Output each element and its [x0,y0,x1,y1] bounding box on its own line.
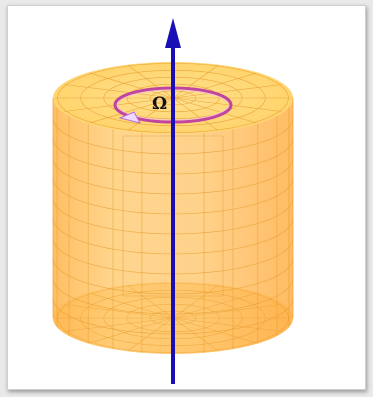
disk-radial-line [64,304,174,319]
disk-radial-line [127,65,174,99]
disk-radial-line [172,97,219,131]
disk-radial-line [172,317,257,344]
disk-radial-line [64,84,174,99]
rotation-axis [165,18,181,384]
disk-radial-line [64,97,174,112]
cylinder-outline [52,98,294,318]
disk-radial-line [172,292,257,319]
disk-radial-line [89,97,174,124]
disk-radial-line [172,97,257,124]
disk-radial-line [172,65,219,99]
disk-radial-line [172,97,282,112]
disk-radial-line [172,84,282,99]
disk-radial-line [172,317,282,332]
disk-radial-line [127,317,174,351]
disk-radial-line [127,97,174,131]
rotating-cylinder-diagram: Ω [52,18,294,384]
disk-radial-line [127,285,174,319]
disk-radial-line [89,292,174,319]
disk-radial-line [172,317,219,351]
disk-radial-line [172,285,219,319]
disk-radial-line [89,72,174,99]
disk-radial-line [89,317,174,344]
up-arrow-icon [165,18,181,48]
disk-radial-line [172,72,257,99]
cylinder-side-grid [52,107,294,354]
disk-radial-line [172,304,282,319]
disk-radial-line [64,317,174,332]
figure-frame: Ω [7,5,366,390]
circular-arrow-icon [118,111,141,124]
inner-wireframe [122,135,224,297]
omega-label: Ω [152,94,167,114]
